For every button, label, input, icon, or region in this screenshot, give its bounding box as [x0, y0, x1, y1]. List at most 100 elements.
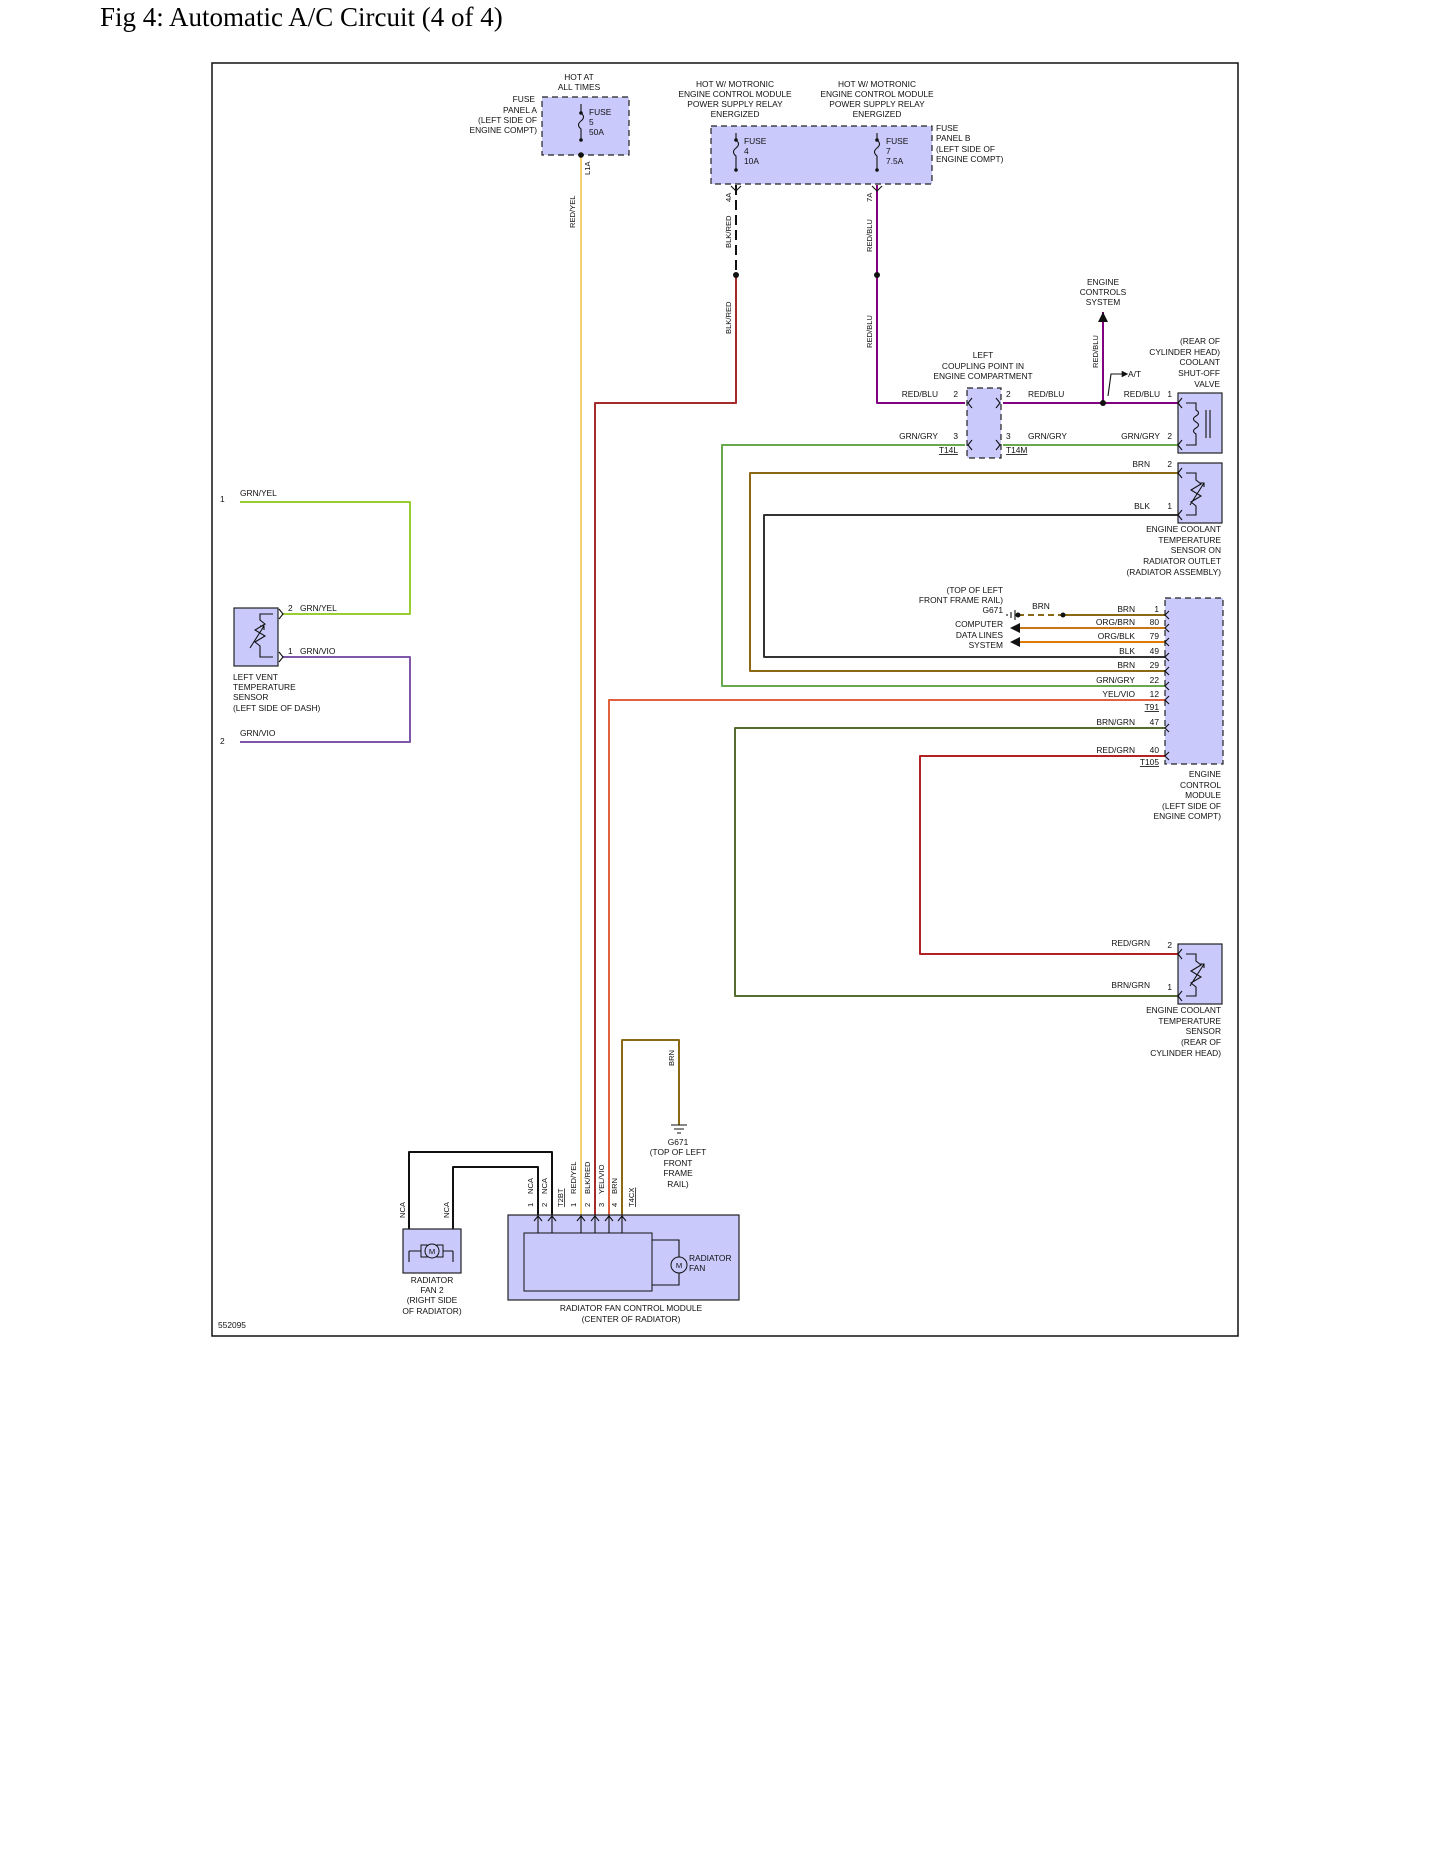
- ect-outlet-name-4: RADIATOR OUTLET: [1143, 556, 1221, 566]
- wire-label-blk-ecm49: BLK: [1119, 646, 1135, 656]
- wire-label-red-grn-head: RED/GRN: [1111, 938, 1150, 948]
- coolant-shutoff-valve: (REAR OF CYLINDER HEAD) COOLANT SHUT-OFF…: [1107, 336, 1223, 454]
- ecm-pin-40: 40: [1150, 745, 1160, 755]
- fuse-b-name-2: PANEL B: [936, 133, 971, 143]
- wire-label-grn-vio-vent: GRN/VIO: [300, 646, 336, 656]
- wire-label-grn-gry-ecm22: GRN/GRY: [1096, 675, 1135, 685]
- fan-module-conn-t4cx: T4CX: [627, 1188, 636, 1207]
- wire-brn-ground-bottom: [621, 1039, 680, 1215]
- ecm-name-4: (LEFT SIDE OF: [1162, 801, 1221, 811]
- coupling-pin-3-left: 3: [953, 431, 958, 441]
- data-lines-1: COMPUTER: [955, 619, 1003, 629]
- ect-outlet-name-1: ENGINE COOLANT: [1146, 524, 1221, 534]
- wire-label-grn-vio-left: GRN/VIO: [240, 728, 276, 738]
- coupling-point: LEFT COUPLING POINT IN ENGINE COMPARTMEN…: [899, 350, 1067, 459]
- coupling-conn-t14l: T14L: [939, 445, 958, 455]
- wire-label-grn-gry-c1: GRN/GRY: [899, 431, 938, 441]
- wire-label-red-blu-1: RED/BLU: [865, 219, 874, 252]
- vent-pin-1: 1: [288, 646, 293, 656]
- wire-yel-vio-b: [608, 699, 1165, 1215]
- vent-name-1: LEFT VENT: [233, 672, 278, 682]
- fan2-motor-letter: M: [429, 1247, 435, 1256]
- fan2-name-4: OF RADIATOR): [402, 1306, 461, 1316]
- radiator-fan-control-module: M 1 2 T2BT 1 2 3 4 T4CX NCA NCA RED/YEL …: [507, 1161, 740, 1324]
- data-lines-3: SYSTEM: [969, 640, 1003, 650]
- ground-top-2: FRONT FRAME RAIL): [919, 595, 1003, 605]
- engine-controls-system: ENGINE CONTROLS SYSTEM RED/BLU: [1080, 277, 1127, 406]
- wire-label-red-blu-ecs: RED/BLU: [1091, 335, 1100, 368]
- wire-nca-2: [452, 1166, 539, 1262]
- coupling-pin-2-left: 2: [953, 389, 958, 399]
- ect-head-name-2: TEMPERATURE: [1158, 1016, 1221, 1026]
- ect-outlet-name-5: (RADIATOR ASSEMBLY): [1127, 567, 1222, 577]
- fuse-a-hot-2: ALL TIMES: [558, 82, 601, 92]
- valve-pin-2: 2: [1167, 431, 1172, 441]
- fuse-b-name-1: FUSE: [936, 123, 959, 133]
- ground-and-data-lines: (TOP OF LEFT FRONT FRAME RAIL) G671 BRN …: [919, 585, 1066, 650]
- fan-module-pin-1b: 1: [569, 1203, 578, 1207]
- wire-blk-red: [594, 275, 737, 1215]
- valve-pin-1: 1: [1167, 389, 1172, 399]
- wire-label-blk-outlet: BLK: [1134, 501, 1150, 511]
- ecm-name-2: CONTROL: [1180, 780, 1221, 790]
- ecm-pin-12: 12: [1150, 689, 1160, 699]
- fuse-7-label-2: 7: [886, 146, 891, 156]
- radiator-fan-2: M NCA NCA RADIATOR FAN 2 (RIGHT SIDE OF …: [398, 1201, 462, 1316]
- valve-name-1: (REAR OF: [1180, 336, 1220, 346]
- fuse-a-name-3: (LEFT SIDE OF: [478, 115, 537, 125]
- vent-pin-2: 2: [288, 603, 293, 613]
- wire-blk-ect-outlet: [763, 514, 1178, 658]
- fuse-4-label-2: 4: [744, 146, 749, 156]
- wires: [240, 155, 1178, 1262]
- fan-module-pin-2b: 2: [583, 1203, 592, 1207]
- wire-label-red-blu-c2: RED/BLU: [1028, 389, 1064, 399]
- wire-label-yel-vio: YEL/VIO: [1102, 689, 1135, 699]
- fan-module-conn-t2bt: T2BT: [556, 1188, 565, 1207]
- fuse-b-hot2-4: ENERGIZED: [853, 109, 902, 119]
- fuse-b-hot2-2: ENGINE CONTROL MODULE: [820, 89, 934, 99]
- ecm-name-5: ENGINE COMPT): [1154, 811, 1222, 821]
- wire-brn-grn: [734, 727, 1178, 997]
- ect-outlet-pin-2: 2: [1167, 459, 1172, 469]
- valve-name-2: CYLINDER HEAD): [1149, 347, 1220, 357]
- wire-brn-ect-outlet: [749, 472, 1178, 672]
- ecm-pin-22: 22: [1150, 675, 1160, 685]
- fuse-b-hot1-1: HOT W/ MOTRONIC: [696, 79, 774, 89]
- wire-label-org-brn: ORG/BRN: [1096, 617, 1135, 627]
- fan-module-pin-1a: 1: [526, 1203, 535, 1207]
- wire-label-org-blk: ORG/BLK: [1098, 631, 1136, 641]
- wire-label-blk-red-2: BLK/RED: [724, 301, 733, 334]
- fuse-b-hot1-2: ENGINE CONTROL MODULE: [678, 89, 792, 99]
- ground-bottom-2: (TOP OF LEFT: [650, 1147, 706, 1157]
- wire-label-brn-ecm29: BRN: [1117, 660, 1135, 670]
- fuse-panel-b: HOT W/ MOTRONIC ENGINE CONTROL MODULE PO…: [678, 79, 1003, 348]
- left-vent-temperature-sensor: 2 1 GRN/YEL GRN/VIO LEFT VENT TEMPERATUR…: [220, 488, 337, 746]
- engine-controls-3: SYSTEM: [1086, 297, 1120, 307]
- wire-grn-vio: [240, 656, 411, 743]
- vent-name-2: TEMPERATURE: [233, 682, 296, 692]
- ect-head-pin-1: 1: [1167, 982, 1172, 992]
- wire-label-grn-gry-valve: GRN/GRY: [1121, 431, 1160, 441]
- wire-label-grn-yel-left: GRN/YEL: [240, 488, 277, 498]
- wire-label-yel-vio-mod: YEL/VIO: [597, 1164, 606, 1194]
- fuse-a-name-4: ENGINE COMPT): [470, 125, 538, 135]
- wire-label-blk-red-1: BLK/RED: [724, 215, 733, 248]
- ecm-conn-t91: T91: [1145, 702, 1160, 712]
- wire-label-brn-ground: BRN: [1032, 601, 1050, 611]
- fuse-b-hot2-1: HOT W/ MOTRONIC: [838, 79, 916, 89]
- fuse-b-hot1-4: ENERGIZED: [711, 109, 760, 119]
- wire-label-brn-bottom: BRN: [667, 1050, 676, 1066]
- vent-name-3: SENSOR: [233, 692, 268, 702]
- ground-g671-bottom: BRN G671 (TOP OF LEFT FRONT FRAME RAIL): [650, 1050, 706, 1189]
- fan-module-name-2: (CENTER OF RADIATOR): [582, 1314, 681, 1324]
- ecm-pin-29: 29: [1150, 660, 1160, 670]
- engine-control-module: 1 80 79 49 29 22 12 T91 47 40 T105 BRN O…: [1096, 597, 1224, 821]
- ect-sensor-radiator-outlet: 2 1 BRN BLK ENGINE COOLANT TEMPERATURE S…: [1127, 459, 1223, 577]
- fan1-name-1: RADIATOR: [689, 1253, 732, 1263]
- wire-label-red-blu-c1: RED/BLU: [902, 389, 938, 399]
- fuse-b-name-3: (LEFT SIDE OF: [936, 144, 995, 154]
- fan1-motor-icon: [670, 1256, 688, 1274]
- data-lines-2: DATA LINES: [956, 630, 1004, 640]
- wire-label-red-blu-2: RED/BLU: [865, 315, 874, 348]
- ecm-pin-47: 47: [1150, 717, 1160, 727]
